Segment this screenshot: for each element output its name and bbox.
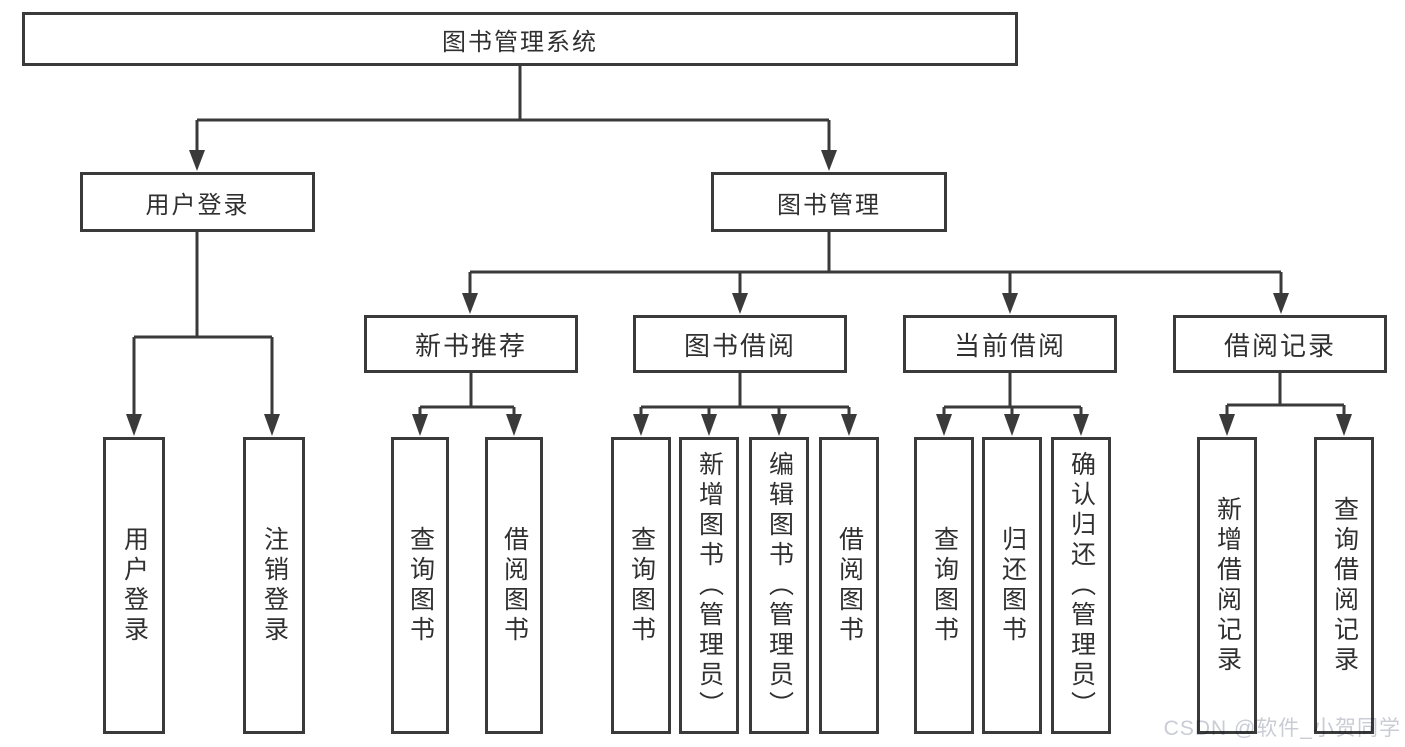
leaf-user-login: 用户登录 [103,437,165,734]
leaf-add-books-admin: 新增图书（管理员） [679,437,739,734]
leaf-label: 借阅图书 [835,525,864,646]
node-book-borrow: 图书借阅 [633,315,847,373]
node-label: 图书借阅 [683,330,796,361]
node-user-login: 用户登录 [80,172,315,232]
connector-root-to-level2 [189,66,837,171]
leaf-label: 查询借阅记录 [1330,495,1359,676]
leaf-newbook-query-books: 查询图书 [391,437,449,734]
node-label: 新书推荐 [414,330,527,361]
leaf-edit-books-admin: 编辑图书（管理员） [749,437,809,734]
connector-book-borrow-to-leaves [633,372,857,436]
leaf-label: 确认归还（管理员） [1067,450,1096,721]
leaf-label: 归还图书 [998,525,1027,646]
connector-borrow-records-to-leaves [1219,372,1352,436]
node-root-library-management-system: 图书管理系统 [22,12,1018,66]
node-label: 用户登录 [145,191,250,219]
connector-user-login-to-leaves [126,232,280,436]
leaf-label: 编辑图书（管理员） [765,450,794,721]
leaf-label: 借阅图书 [500,525,529,646]
leaf-label: 注销登录 [260,525,289,646]
leaf-label: 新增图书（管理员） [695,450,724,721]
leaf-confirm-return-admin: 确认归还（管理员） [1051,437,1111,734]
node-label: 图书管理 [777,191,881,219]
leaf-label: 查询图书 [627,525,656,646]
leaf-borrow-query-books: 查询图书 [611,437,671,734]
node-label: 图书管理系统 [442,28,598,56]
leaf-logout: 注销登录 [243,437,305,734]
leaf-label: 新增借阅记录 [1213,495,1242,676]
node-current-borrow: 当前借阅 [903,315,1117,373]
leaf-label: 查询图书 [930,525,959,646]
connector-book-management-to-level3 [462,232,1289,314]
node-label: 借阅记录 [1223,330,1336,361]
csdn-watermark: CSDN @软件_小贺同学 [1163,717,1401,740]
leaf-return-books: 归还图书 [982,437,1042,734]
node-label: 当前借阅 [953,330,1066,361]
leaf-borrow-books: 借阅图书 [819,437,879,734]
connector-new-book-to-leaves [412,372,522,436]
node-borrow-records: 借阅记录 [1173,315,1387,373]
leaf-label: 查询图书 [406,525,435,646]
leaf-newbook-borrow-books: 借阅图书 [485,437,543,734]
leaf-add-borrow-record: 新增借阅记录 [1197,437,1257,734]
leaf-query-borrow-record: 查询借阅记录 [1314,437,1374,734]
leaf-current-query-books: 查询图书 [914,437,974,734]
connector-current-borrow-to-leaves [936,372,1089,436]
node-new-book-recommend: 新书推荐 [364,315,578,373]
node-book-management: 图书管理 [711,172,947,232]
leaf-label: 用户登录 [120,525,149,646]
